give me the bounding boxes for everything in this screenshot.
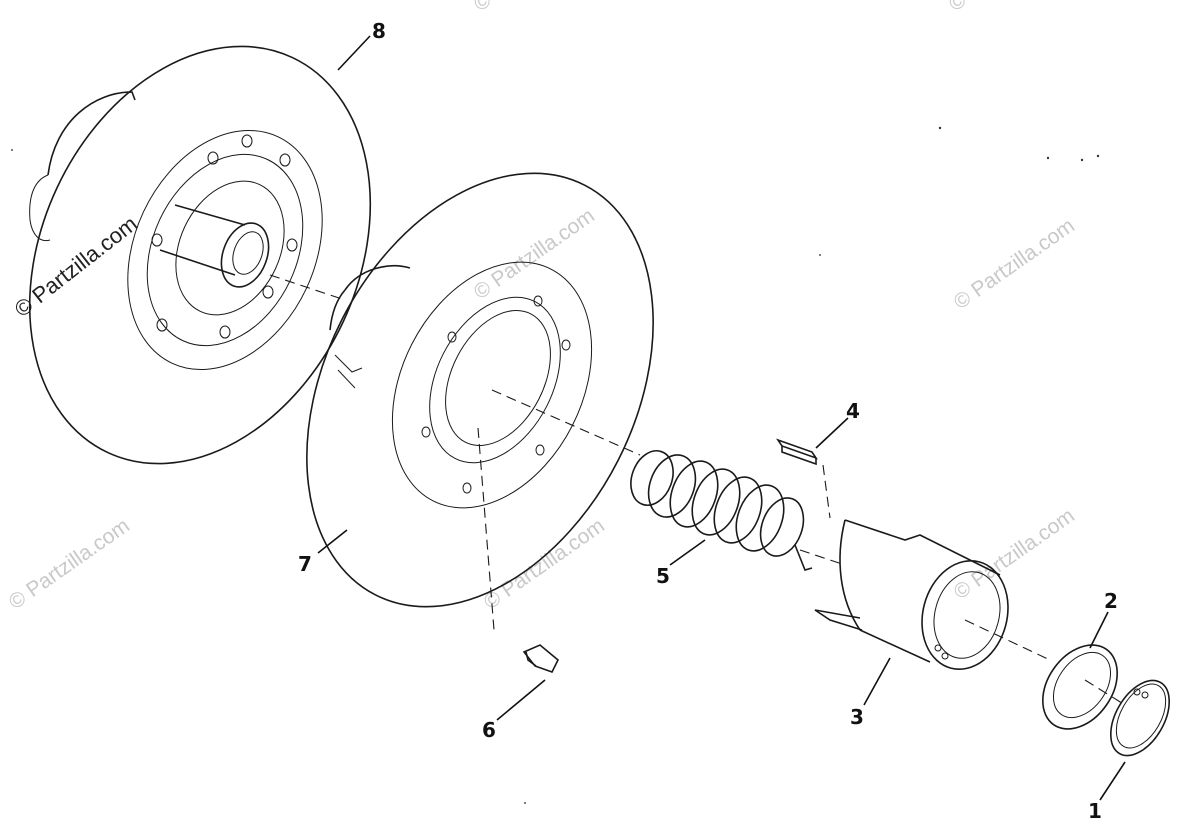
- part-7-bolt-holes: [421, 295, 571, 494]
- centerline-3-2: [964, 619, 1051, 661]
- part-5-spring: [630, 450, 813, 571]
- watermark-1: © Partzilla.com: [470, 204, 599, 304]
- leader-8: [337, 35, 371, 71]
- leader-lines: [317, 35, 1126, 801]
- leader-5: [669, 539, 706, 566]
- watermark-6: © Partzilla.com: [470, 0, 599, 16]
- leader-7: [317, 529, 348, 554]
- watermark-2: © Partzilla.com: [950, 214, 1079, 314]
- callout-6[interactable]: 6: [482, 718, 496, 742]
- callout-labels: 8 7 5 4 2 3 6 1: [298, 19, 1118, 823]
- leader-6: [496, 679, 546, 721]
- watermark-4: © Partzilla.com: [480, 514, 609, 614]
- part-8-bolt-holes: [151, 134, 298, 339]
- watermark-3: © Partzilla.com: [5, 514, 134, 614]
- callout-5[interactable]: 5: [656, 564, 670, 588]
- callout-3[interactable]: 3: [850, 705, 864, 729]
- centerline-5-3: [799, 549, 846, 566]
- leader-3: [863, 657, 891, 706]
- watermark-5: © Partzilla.com: [950, 504, 1079, 604]
- part-3-cam: [814, 519, 1009, 671]
- callout-1[interactable]: 1: [1088, 799, 1102, 823]
- leader-4: [815, 417, 849, 449]
- centerline-8-7: [269, 274, 346, 301]
- part-7-movable-sheave: [306, 172, 654, 608]
- centerline-7-5: [491, 389, 641, 456]
- callout-2[interactable]: 2: [1104, 589, 1118, 613]
- scan-specks: [11, 126, 1100, 804]
- leader-1: [1099, 761, 1126, 801]
- leader-2: [1089, 611, 1109, 649]
- part-8-hub-shaft: [159, 204, 270, 288]
- part-4-key: [776, 438, 831, 519]
- callout-8[interactable]: 8: [372, 19, 386, 43]
- part-8-fixed-sheave: [28, 45, 372, 465]
- part-2-washer: [1042, 644, 1118, 730]
- part-6-pin: [477, 427, 559, 673]
- callout-7[interactable]: 7: [298, 552, 312, 576]
- part-1-snap-ring: [1110, 679, 1170, 757]
- callout-4[interactable]: 4: [846, 399, 860, 423]
- watermark-layer: © Partzilla.com © Partzilla.com © Partzi…: [5, 0, 1079, 614]
- watermark-7: © Partzilla.com: [945, 0, 1074, 16]
